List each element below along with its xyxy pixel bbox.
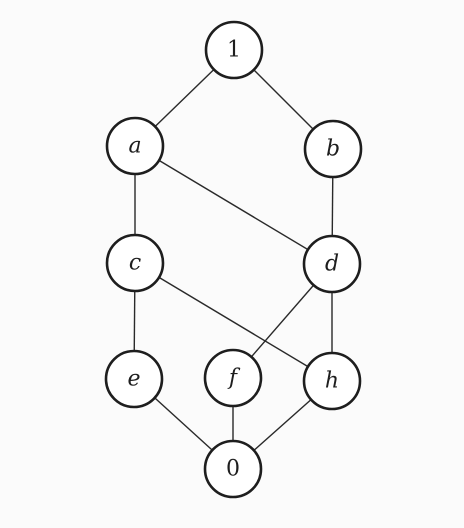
node-circle-a	[105, 116, 165, 176]
node-1: 1	[204, 20, 264, 80]
node-label-h: h	[325, 369, 339, 394]
node-d: d	[302, 234, 362, 294]
node-label-e: e	[127, 367, 140, 392]
node-c: c	[105, 233, 165, 293]
nodes-layer: 1 a b c d e f h 0	[104, 20, 363, 499]
node-e: e	[104, 349, 164, 409]
node-circle-1	[204, 20, 264, 80]
node-label-0: 0	[226, 457, 240, 482]
edge-c-h	[134, 262, 333, 382]
node-h: h	[302, 351, 362, 411]
node-label-c: c	[129, 251, 141, 276]
node-0: 0	[203, 439, 263, 499]
node-label-1: 1	[227, 38, 241, 63]
node-label-d: d	[325, 252, 339, 277]
node-circle-e	[104, 349, 164, 409]
node-label-a: a	[128, 134, 141, 159]
node-circle-b	[303, 119, 363, 179]
node-label-b: b	[326, 137, 340, 162]
node-circle-c	[105, 233, 165, 293]
node-circle-f	[203, 348, 263, 408]
node-a: a	[105, 116, 165, 176]
node-f: f	[203, 348, 263, 408]
node-b: b	[303, 119, 363, 179]
edge-a-d	[134, 145, 333, 265]
node-circle-0	[203, 439, 263, 499]
node-circle-d	[302, 234, 362, 294]
node-circle-h	[302, 351, 362, 411]
